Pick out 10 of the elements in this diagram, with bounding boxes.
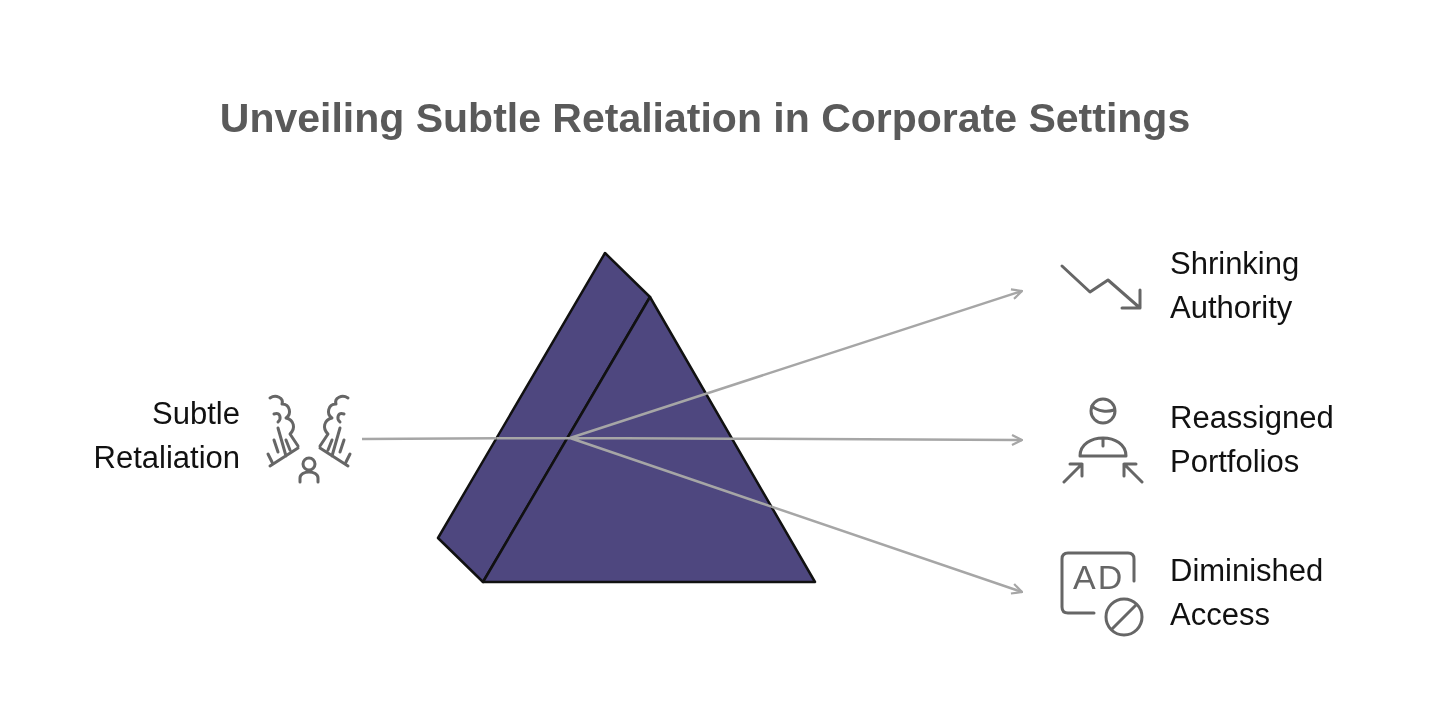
icon-label: AD [1073, 557, 1125, 597]
arrow [705, 288, 1024, 395]
prism-drawing [436, 251, 818, 584]
node-label: Reassigned Portfolios [1170, 399, 1335, 481]
node-label: Diminished Access [1170, 552, 1325, 634]
arrow [732, 433, 1024, 447]
arrow [770, 505, 1024, 595]
node-label: Shrinking Authority [1170, 245, 1301, 327]
diagram-title: Unveiling Subtle Retaliation in Corporate Settings [218, 95, 1192, 142]
node-label: Subtle Retaliation [92, 395, 240, 477]
